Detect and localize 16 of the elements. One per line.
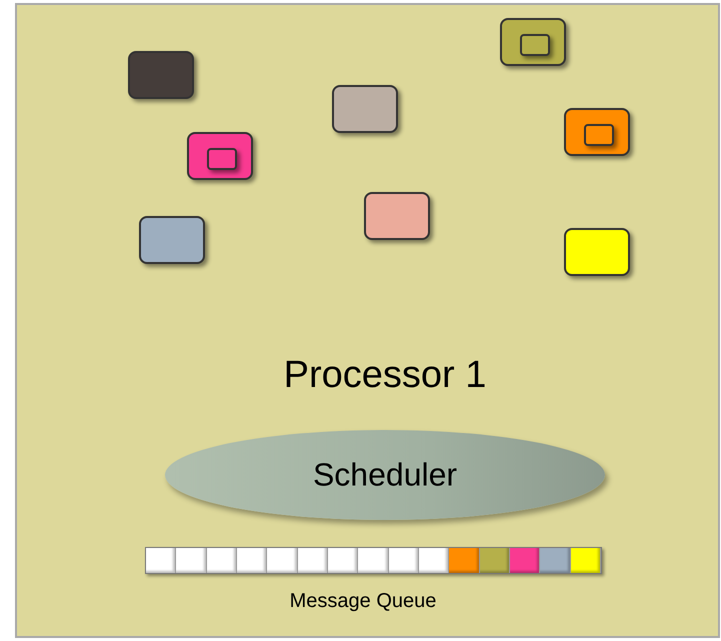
object-box (564, 108, 630, 156)
object-box (187, 132, 253, 180)
message-queue-bar (145, 547, 602, 574)
object-box (207, 148, 237, 170)
object-box (500, 18, 566, 66)
object-box (128, 51, 194, 99)
object-box (520, 34, 550, 56)
processor-title: Processor 1 (284, 354, 486, 397)
object-box (584, 124, 614, 146)
queue-caption: Message Queue (290, 590, 436, 613)
processor-panel (15, 3, 720, 638)
scheduler-label: Scheduler (312, 456, 458, 494)
object-box (139, 216, 205, 264)
object-box (564, 228, 630, 276)
object-box (364, 192, 430, 240)
object-box (332, 85, 398, 133)
